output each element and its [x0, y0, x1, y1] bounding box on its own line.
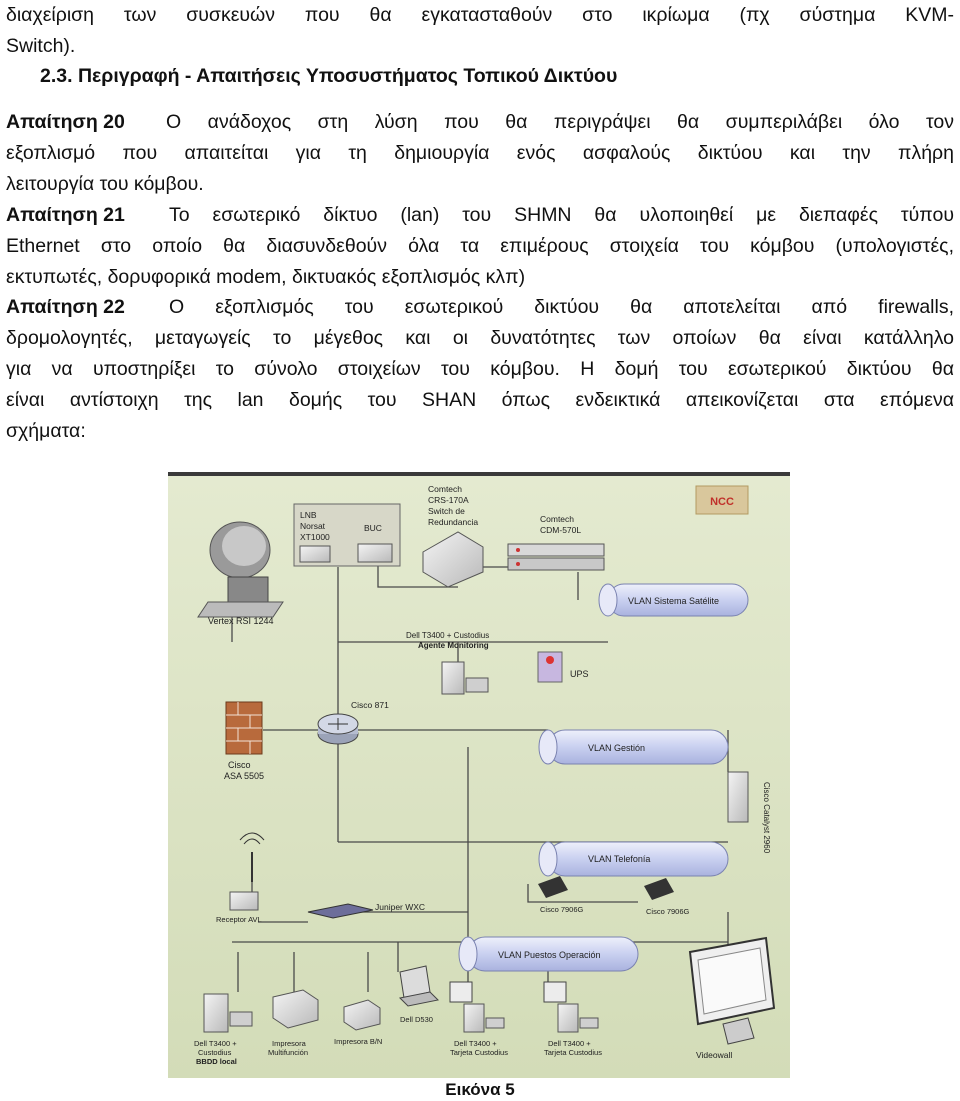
dell-tarjeta-label: Tarjeta Custodius [450, 1048, 508, 1057]
requirement-label: Απαίτηση 22 [6, 296, 125, 318]
network-diagram: NCC [168, 472, 790, 1078]
workstation-icon [441, 661, 489, 695]
comtech-modem-label: Comtech [540, 514, 574, 524]
section-heading: 2.3. Περιγραφή - Απαιτήσεις Υποσυστήματο… [40, 65, 618, 87]
redundancy-switch-icon [422, 531, 484, 588]
laptop-icon [398, 965, 440, 1007]
top-border [168, 472, 790, 476]
server-icon [203, 993, 253, 1033]
dell-bbdd-label: Custodius [198, 1048, 232, 1057]
requirement-label: Απαίτηση 20 [6, 111, 125, 133]
receptor-label: Receptor AVL [216, 915, 262, 924]
text-line: διαχείριση των συσκευών που θα εγκαταστα… [6, 4, 954, 26]
lnb-label: LNB [300, 510, 317, 520]
lnb-label: Norsat [300, 521, 326, 531]
cisco7906-label: Cisco 7906G [646, 907, 690, 916]
workstation-icon [449, 981, 505, 1033]
vlan-gestion-tube [538, 729, 729, 765]
ups-label: UPS [570, 669, 589, 679]
videowall-label: Videowall [696, 1050, 732, 1060]
firewall-icon [225, 701, 263, 755]
ip-phone-icon [644, 878, 674, 900]
catalyst-label: Cisco Catalyst 2960 [762, 782, 771, 854]
text-line: Switch). [6, 35, 76, 57]
ncc-label: NCC [710, 496, 734, 508]
requirement-21: Απαίτηση 21 Το εσωτερικό δίκτυο (lan) του… [6, 202, 954, 228]
lnb-label: XT1000 [300, 532, 330, 542]
dell-monitoring-label: Agente Monitoring [418, 641, 489, 650]
cisco871-label: Cisco 871 [351, 700, 389, 710]
ups-icon [537, 651, 563, 683]
antenna-icon [239, 832, 265, 882]
vlan-puestos-label: VLAN Puestos Operación [498, 950, 601, 960]
impresora-bn-label: Impresora B/N [334, 1037, 382, 1046]
vlan-puestos-tube [458, 936, 639, 972]
comtech-switch-label: Switch de [428, 506, 465, 516]
vertex-label: Vertex RSI 1244 [208, 616, 274, 626]
text-line: λειτουργία του κόμβου. [6, 173, 204, 195]
text-line: Το εσωτερικό δίκτυο (lan) του SHMN θα υλ… [169, 204, 954, 226]
vlan-gestion-label: VLAN Gestión [588, 743, 645, 753]
ip-phone-icon [538, 876, 568, 898]
satellite-modem-icon [507, 543, 605, 571]
requirement-label: Απαίτηση 21 [6, 204, 125, 226]
text-line: εκτυπωτές, δορυφορικά modem, δικτυακός ε… [6, 266, 526, 288]
comtech-switch-label: Comtech [428, 484, 462, 494]
satellite-dish-icon [197, 521, 284, 618]
text-line: για να υποστηρίξει το σύνολο στοιχείων τ… [6, 358, 954, 380]
impresora-mf-label: Impresora [272, 1039, 307, 1048]
dell-tarjeta-label: Tarjeta Custodius [544, 1048, 602, 1057]
text-line: Ethernet στο οποίο θα διασυνδεθούν όλα τ… [6, 235, 954, 257]
dell-tarjeta-label: Dell T3400 + [548, 1039, 591, 1048]
text-line: Ο ανάδοχος στη λύση που θα περιγράψει θα… [166, 111, 954, 133]
dell-d530-label: Dell D530 [400, 1015, 433, 1024]
buc-label: BUC [364, 523, 382, 533]
asa-label: ASA 5505 [224, 771, 264, 781]
dell-tarjeta-label: Dell T3400 + [454, 1039, 497, 1048]
vlan-satelite-tube [598, 583, 749, 617]
asa-label: Cisco [228, 760, 251, 770]
comtech-switch-label: Redundancia [428, 517, 478, 527]
printer-icon [272, 989, 319, 1029]
dell-bbdd-label: Dell T3400 + [194, 1039, 237, 1048]
comtech-switch-label: CRS-170A [428, 495, 469, 505]
cisco7906-label: Cisco 7906G [540, 905, 584, 914]
vlan-satelite-label: VLAN Sistema Satélite [628, 596, 719, 606]
juniper-icon [307, 903, 374, 919]
figure-caption: Εικόνα 5 [445, 1080, 515, 1099]
workstation-icon [543, 981, 599, 1033]
requirement-20: Απαίτηση 20 Ο ανάδοχος στη λύση που θα πε… [6, 109, 954, 135]
vlan-telefonia-label: VLAN Telefonía [588, 854, 650, 864]
text-line: Ο εξοπλισμός του εσωτερικού δικτύου θα α… [169, 296, 954, 318]
dell-bbdd-label: BBDD local [196, 1057, 237, 1066]
text-line: σχήματα: [6, 420, 86, 442]
buc-device-icon [357, 543, 393, 563]
catalyst-switch-icon [727, 771, 749, 823]
comtech-modem-label: CDM-570L [540, 525, 581, 535]
dell-monitoring-label: Dell T3400 + Custodius [406, 631, 489, 640]
requirement-22: Απαίτηση 22 Ο εξοπλισμός του εσωτερικού δ… [6, 294, 954, 320]
videowall-icon [688, 936, 776, 1045]
text-line: δρομολογητές, μεταγωγείς το μέγεθος και … [6, 327, 954, 349]
ncc-box [695, 485, 749, 515]
impresora-mf-label: Multifunción [268, 1048, 308, 1057]
router-icon [317, 713, 359, 745]
printer-icon [343, 999, 381, 1031]
text-line: είναι αντίστοιχη της lan δομής του SHAN … [6, 389, 954, 411]
text-line: εξοπλισμό που απαιτείται για τη δημιουργ… [6, 142, 954, 164]
vlan-telefonia-tube [538, 841, 729, 877]
network-diagram-svg: NCC [168, 472, 790, 1078]
juniper-label: Juniper WXC [375, 902, 425, 912]
lnb-device-icon [299, 545, 331, 563]
receptor-icon [229, 891, 259, 911]
